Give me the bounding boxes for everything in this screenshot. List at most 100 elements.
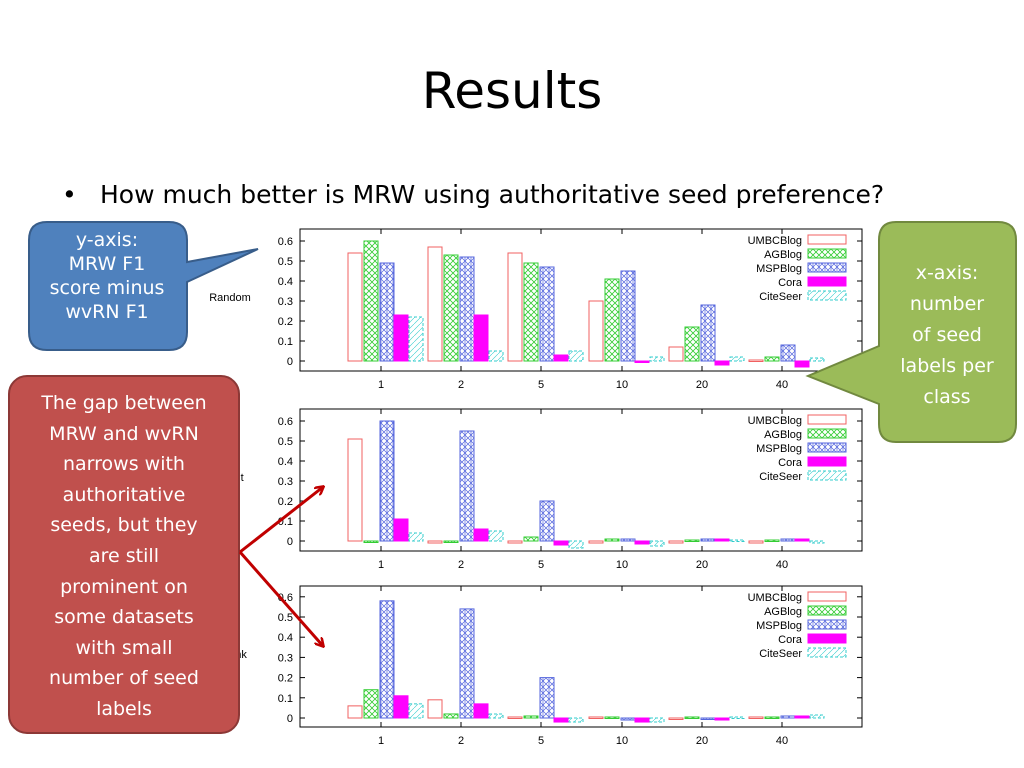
gap-callout bbox=[8, 375, 240, 734]
legend-label-citeseer: CiteSeer bbox=[759, 471, 802, 483]
y-tick-label: 0.6 bbox=[278, 416, 293, 428]
legend-label-mspblog: MSPBlog bbox=[756, 443, 802, 455]
bar-agblog-5 bbox=[523, 715, 539, 719]
bar-cora-1 bbox=[393, 314, 409, 362]
bar-mspblog-5 bbox=[539, 500, 555, 542]
bullet-point: •How much better is MRW using authoritat… bbox=[62, 180, 884, 209]
legend-swatch-agblog bbox=[807, 428, 847, 439]
bar-cora-40 bbox=[794, 538, 810, 542]
y-axis-callout-text: y-axis: MRW F1 score minus wvRN F1 bbox=[49, 229, 165, 323]
bar-agblog-1 bbox=[363, 540, 379, 543]
bar-citeseer-5 bbox=[568, 540, 584, 549]
x-tick-label: 40 bbox=[776, 735, 788, 747]
legend-label-cora: Cora bbox=[778, 277, 803, 289]
legend-swatch-umbcblog bbox=[807, 591, 847, 602]
bar-mspblog-2 bbox=[459, 256, 475, 362]
bar-citeseer-5 bbox=[568, 717, 584, 723]
legend-label-citeseer: CiteSeer bbox=[759, 291, 802, 303]
x-tick-label: 1 bbox=[378, 379, 384, 391]
legend-swatch-agblog bbox=[807, 605, 847, 616]
x-tick-label: 20 bbox=[696, 735, 708, 747]
bar-agblog-2 bbox=[443, 540, 459, 543]
legend-swatch-citeseer bbox=[807, 647, 847, 658]
bar-mspblog-20 bbox=[700, 538, 716, 542]
bar-agblog-20 bbox=[684, 539, 700, 542]
bar-cora-20 bbox=[714, 538, 730, 542]
bar-umbcblog-40 bbox=[748, 359, 764, 362]
bar-umbcblog-40 bbox=[748, 716, 764, 719]
legend-swatch-cora bbox=[807, 276, 847, 287]
legend-label-cora: Cora bbox=[778, 457, 803, 469]
bar-agblog-10 bbox=[604, 538, 620, 542]
bar-citeseer-1 bbox=[408, 703, 424, 719]
bullet-text: How much better is MRW using authoritati… bbox=[100, 180, 885, 209]
x-tick-label: 2 bbox=[458, 735, 464, 747]
bar-umbcblog-1 bbox=[347, 252, 363, 362]
legend-swatch-citeseer bbox=[807, 290, 847, 301]
y-tick-label: 0.2 bbox=[278, 496, 293, 508]
legend-label-umbcblog: UMBCBlog bbox=[748, 415, 802, 427]
bar-mspblog-40 bbox=[780, 715, 796, 719]
bar-umbcblog-2 bbox=[427, 246, 443, 362]
bar-mspblog-1 bbox=[379, 262, 395, 362]
legend-swatch-citeseer bbox=[807, 470, 847, 481]
y-tick-label: 0.6 bbox=[278, 236, 293, 248]
bar-cora-5 bbox=[553, 354, 569, 362]
legend-label-citeseer: CiteSeer bbox=[759, 648, 802, 660]
bar-mspblog-20 bbox=[700, 717, 716, 720]
bar-cora-10 bbox=[634, 540, 650, 545]
bar-citeseer-10 bbox=[649, 717, 665, 723]
callout-shapes bbox=[8, 221, 1017, 734]
bar-umbcblog-1 bbox=[347, 705, 363, 719]
bar-mspblog-1 bbox=[379, 420, 395, 542]
bar-cora-2 bbox=[473, 528, 489, 542]
bar-citeseer-40 bbox=[809, 540, 825, 544]
bar-cora-1 bbox=[393, 695, 409, 719]
bar-umbcblog-1 bbox=[347, 438, 363, 542]
y-tick-label: 0.4 bbox=[278, 632, 293, 644]
bar-citeseer-20 bbox=[729, 356, 745, 362]
bar-citeseer-20 bbox=[729, 716, 745, 719]
y-tick-label: 0.1 bbox=[278, 336, 293, 348]
bar-cora-10 bbox=[634, 360, 650, 363]
bar-citeseer-2 bbox=[488, 350, 504, 362]
bar-umbcblog-20 bbox=[668, 717, 684, 720]
legend-swatch-umbcblog bbox=[807, 234, 847, 245]
bar-citeseer-2 bbox=[488, 713, 504, 719]
legend-label-mspblog: MSPBlog bbox=[756, 620, 802, 632]
bar-agblog-10 bbox=[604, 278, 620, 362]
plot-frame bbox=[299, 408, 863, 552]
arrow-to-panel-3 bbox=[238, 551, 323, 646]
y-tick-label: 0.1 bbox=[278, 693, 293, 705]
bar-agblog-5 bbox=[523, 536, 539, 542]
x-tick-label: 20 bbox=[696, 559, 708, 571]
bar-agblog-1 bbox=[363, 240, 379, 362]
bar-cora-5 bbox=[553, 540, 569, 546]
bar-agblog-2 bbox=[443, 713, 459, 719]
bar-umbcblog-2 bbox=[427, 699, 443, 719]
y-tick-label: 0.3 bbox=[278, 652, 293, 664]
gap-callout-text: The gap between MRW and wvRN narrows wit… bbox=[41, 392, 207, 720]
legend-swatch-mspblog bbox=[807, 442, 847, 453]
bar-cora-40 bbox=[794, 715, 810, 719]
y-tick-label: 0 bbox=[287, 536, 293, 548]
bar-cora-20 bbox=[714, 360, 730, 366]
legend-label-agblog: AGBlog bbox=[764, 249, 802, 261]
x-tick-label: 40 bbox=[776, 559, 788, 571]
x-tick-label: 5 bbox=[538, 379, 544, 391]
bar-citeseer-5 bbox=[568, 350, 584, 362]
bar-mspblog-40 bbox=[780, 344, 796, 362]
bar-agblog-20 bbox=[684, 716, 700, 719]
y-tick-label: 0.5 bbox=[278, 436, 293, 448]
bar-mspblog-2 bbox=[459, 430, 475, 542]
bar-umbcblog-5 bbox=[507, 716, 523, 719]
y-tick-label: 0.3 bbox=[278, 476, 293, 488]
bar-umbcblog-10 bbox=[588, 300, 604, 362]
bar-mspblog-40 bbox=[780, 538, 796, 542]
legend-swatch-agblog bbox=[807, 248, 847, 259]
bar-agblog-40 bbox=[764, 356, 780, 362]
bar-cora-20 bbox=[714, 717, 730, 721]
